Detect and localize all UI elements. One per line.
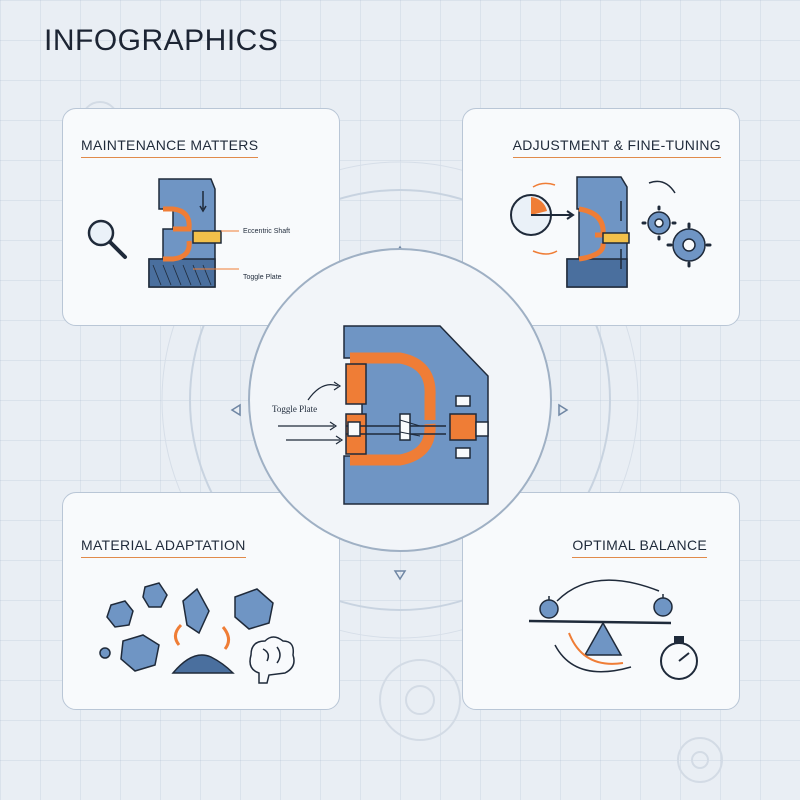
card-adjustment[interactable]: ADJUSTMENT & FINE-TUNING <box>462 108 740 326</box>
page-title: INFOGRAPHICS <box>44 24 279 57</box>
crushed-gravel-icon <box>171 654 235 674</box>
card-title-material: MATERIAL ADAPTATION <box>81 537 246 558</box>
rock-icon <box>99 582 274 672</box>
label-toggle-plate-center: Toggle Plate <box>272 404 317 414</box>
card-title-balance: OPTIMAL BALANCE <box>572 537 707 558</box>
card-material[interactable]: MATERIAL ADAPTATION <box>62 492 340 710</box>
stopwatch-icon <box>660 636 698 680</box>
label-eccentric-shaft: Eccentric Shaft <box>243 228 290 235</box>
balance-scale-icon <box>528 594 673 656</box>
magnifier-icon <box>87 219 127 259</box>
jaw-crusher-icon <box>148 178 222 288</box>
card-balance[interactable]: OPTIMAL BALANCE <box>462 492 740 710</box>
brain-icon <box>249 636 295 684</box>
label-toggle-plate: Toggle Plate <box>243 274 282 281</box>
card-title-maintenance: MAINTENANCE MATTERS <box>81 137 259 158</box>
jaw-crusher-icon <box>343 325 489 505</box>
center-diagram: Toggle Plate <box>248 248 552 552</box>
card-title-adjustment: ADJUSTMENT & FINE-TUNING <box>512 137 721 158</box>
gauge-icon <box>510 194 575 236</box>
gear-icon <box>647 211 706 262</box>
jaw-crusher-icon <box>566 176 630 288</box>
